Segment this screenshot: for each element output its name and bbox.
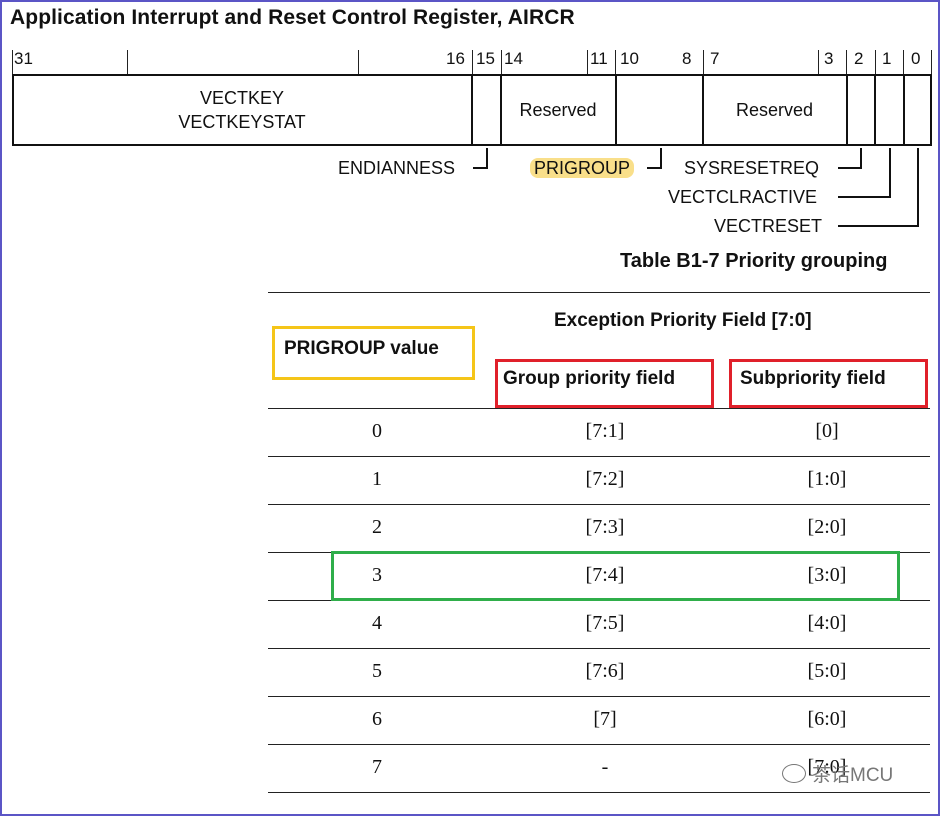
cell-group: [7:4]	[585, 564, 625, 586]
bit-tick	[703, 50, 704, 74]
bit-tick	[12, 50, 13, 74]
prigroup-header-box	[272, 326, 475, 380]
cell-sub: [2:0]	[807, 516, 847, 538]
table-rule	[268, 696, 930, 697]
callout-line	[660, 148, 662, 169]
bit-label-14: 14	[504, 49, 523, 68]
table-title: Table B1-7 Priority grouping	[620, 250, 888, 272]
cell-sub: [3:0]	[807, 564, 847, 586]
bit-label-31: 31	[14, 49, 33, 68]
cell-group: [7:1]	[585, 420, 625, 442]
cell-sub: [0]	[815, 420, 839, 442]
cell-sub: [4:0]	[807, 612, 847, 634]
callout-line	[647, 167, 662, 169]
table-rule	[268, 408, 930, 409]
bit-tick	[846, 50, 847, 74]
bit-label-15: 15	[476, 49, 495, 68]
bit-tick	[875, 50, 876, 74]
bit-label-8: 8	[682, 49, 692, 68]
register-title: Application Interrupt and Reset Control …	[10, 6, 575, 29]
field-reserved-high: Reserved	[519, 100, 597, 120]
bit-tick	[472, 50, 473, 74]
callout-vectreset: VECTRESET	[714, 216, 823, 236]
table-rule	[268, 648, 930, 649]
cell-prigroup: 6	[372, 708, 382, 730]
bit-tick	[127, 50, 128, 74]
callout-vectclractive: VECTCLRACTIVE	[668, 187, 818, 207]
callout-line	[838, 167, 862, 169]
cell-prigroup: 3	[372, 564, 382, 586]
bit-tick	[587, 50, 588, 74]
bit-tick	[358, 50, 359, 74]
table-rule	[268, 744, 930, 745]
callout-line	[486, 148, 488, 169]
callout-line	[473, 167, 488, 169]
bit-tick	[501, 50, 502, 74]
field-divider	[471, 74, 473, 146]
header-exception-priority: Exception Priority Field [7:0]	[554, 310, 812, 331]
header-group-priority: Group priority field	[503, 368, 676, 389]
bit-label-16: 16	[446, 49, 465, 68]
bit-tick	[903, 50, 904, 74]
field-vectkey: VECTKEY	[199, 88, 285, 108]
cell-group: -	[601, 756, 609, 778]
cell-prigroup: 7	[372, 756, 382, 778]
callout-prigroup: PRIGROUP	[530, 158, 635, 179]
cell-prigroup: 1	[372, 468, 382, 490]
wechat-icon	[782, 764, 806, 783]
header-subpriority: Subpriority field	[740, 368, 886, 389]
cell-group: [7:6]	[585, 660, 625, 682]
cell-sub: [5:0]	[807, 660, 847, 682]
field-vectkeystat: VECTKEYSTAT	[178, 112, 306, 132]
cell-sub: [6:0]	[807, 708, 847, 730]
cell-group: [7:3]	[585, 516, 625, 538]
cell-sub: [7:0]	[807, 756, 847, 778]
prigroup-highlight: PRIGROUP	[530, 158, 635, 178]
table-rule	[268, 504, 930, 505]
callout-line	[838, 225, 919, 227]
bit-tick	[615, 50, 616, 74]
header-prigroup-value: PRIGROUP value	[284, 338, 439, 359]
bit-label-1: 1	[882, 49, 892, 68]
table-rule	[268, 456, 930, 457]
bit-label-2: 2	[854, 49, 864, 68]
cell-group: [7]	[593, 708, 617, 730]
bit-label-0: 0	[911, 49, 921, 68]
field-divider	[874, 74, 876, 146]
table-rule	[268, 292, 930, 293]
group-header-box	[495, 359, 714, 408]
cell-prigroup: 2	[372, 516, 382, 538]
callout-line	[889, 148, 891, 198]
sub-header-box	[729, 359, 928, 408]
bit-label-11: 11	[590, 49, 608, 68]
row-highlight-box	[331, 551, 900, 601]
field-divider	[846, 74, 848, 146]
cell-prigroup: 5	[372, 660, 382, 682]
field-divider	[615, 74, 617, 146]
cell-prigroup: 4	[372, 612, 382, 634]
bit-label-7: 7	[710, 49, 720, 68]
bit-label-10: 10	[620, 49, 639, 68]
watermark: 茶话MCU	[782, 760, 893, 787]
bit-tick	[931, 50, 932, 74]
field-divider	[702, 74, 704, 146]
callout-sysresetreq: SYSRESETREQ	[684, 158, 820, 178]
field-divider	[500, 74, 502, 146]
watermark-text: 茶话MCU	[812, 765, 894, 786]
cell-group: [7:5]	[585, 612, 625, 634]
field-divider	[903, 74, 905, 146]
cell-sub: [1:0]	[807, 468, 847, 490]
bit-tick	[818, 50, 819, 74]
callout-endianness: ENDIANNESS	[338, 158, 456, 178]
callout-line	[917, 148, 919, 227]
cell-group: [7:2]	[585, 468, 625, 490]
callout-line	[860, 148, 862, 169]
table-rule	[268, 792, 930, 793]
cell-prigroup: 0	[372, 420, 382, 442]
field-reserved-low: Reserved	[735, 100, 814, 120]
bit-label-3: 3	[824, 49, 834, 68]
callout-line	[838, 196, 891, 198]
